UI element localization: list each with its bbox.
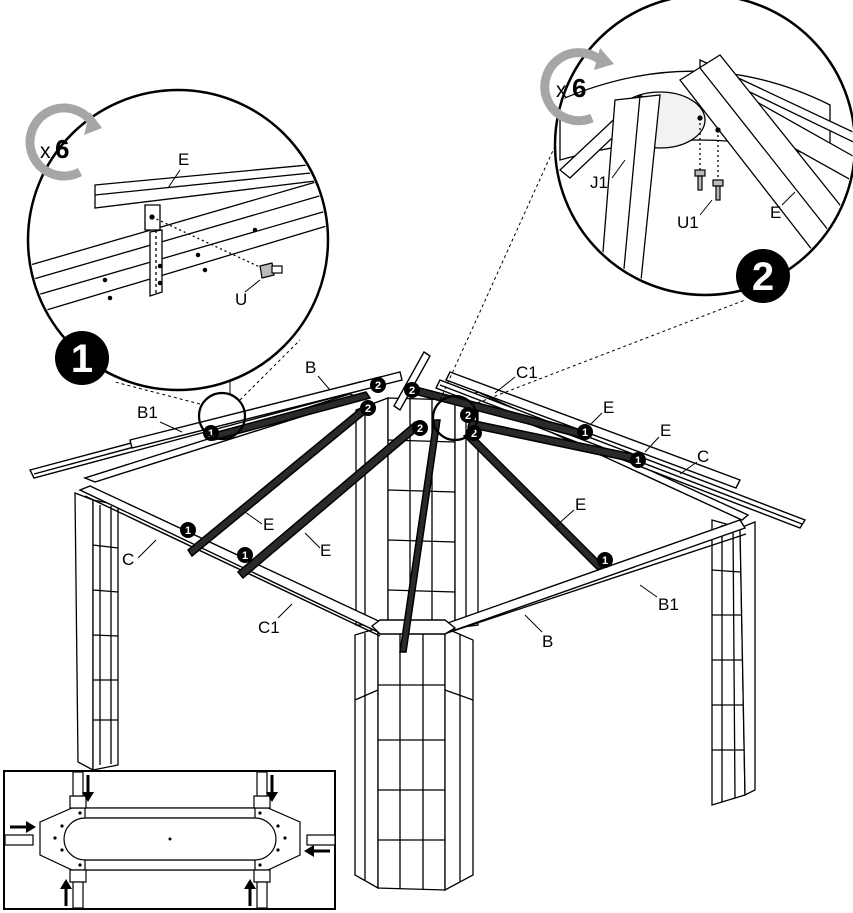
step-badge-2: 2 [360, 400, 376, 416]
label-C1: C1 [258, 618, 280, 637]
step-badge-2: 2 [370, 377, 386, 393]
top-view-inset [3, 770, 336, 910]
left-post [74, 492, 119, 772]
svg-text:1: 1 [242, 550, 248, 562]
holes [53, 811, 287, 867]
label-B1: B1 [137, 403, 158, 422]
detail-inset-2: J1 U1 E x 6 2 [540, 0, 853, 303]
front-post [354, 627, 474, 892]
label-E: E [178, 150, 189, 169]
label-B: B [542, 632, 553, 651]
svg-text:6: 6 [572, 73, 586, 103]
svg-text:2: 2 [465, 410, 471, 422]
label-E: E [770, 203, 781, 222]
label-C1: C1 [516, 363, 538, 382]
circular-arrow-icon [25, 103, 100, 181]
step-badges: 1 1 1 1 1 1 2 2 [180, 377, 646, 568]
svg-text:2: 2 [409, 385, 415, 397]
right-post [711, 519, 756, 806]
label-E: E [660, 421, 671, 440]
svg-text:1: 1 [71, 337, 93, 381]
svg-text:1: 1 [582, 427, 588, 439]
step-badge-2: 2 [466, 425, 482, 441]
step-badge-1: 1 [597, 552, 613, 568]
label-U1: U1 [677, 213, 699, 232]
svg-text:6: 6 [55, 134, 69, 164]
brace-poles-E [186, 387, 639, 653]
screw-U1-icon [694, 169, 724, 201]
detail-leader-lines [114, 134, 746, 406]
arrow-down-icon [266, 775, 278, 802]
arrow-down-icon [82, 775, 94, 802]
label-E: E [575, 495, 586, 514]
step-badge-2: 2 [460, 407, 476, 423]
label-U: U [235, 290, 247, 309]
svg-text:1: 1 [635, 455, 641, 467]
label-C: C [697, 447, 709, 466]
svg-text:x: x [40, 140, 51, 163]
step-badge-1-large: 1 [55, 331, 109, 385]
label-J1: J1 [590, 173, 608, 192]
step-badge-2: 2 [412, 420, 428, 436]
detail-2-target-ring [431, 394, 479, 442]
step-badge-1: 1 [180, 522, 196, 538]
step-badge-1: 1 [577, 424, 593, 440]
svg-text:2: 2 [752, 255, 774, 299]
label-B1: B1 [658, 595, 679, 614]
svg-text:1: 1 [185, 525, 191, 537]
svg-text:2: 2 [471, 428, 477, 440]
svg-text:1: 1 [208, 428, 214, 440]
label-E: E [320, 541, 331, 560]
svg-text:2: 2 [365, 403, 371, 415]
screw-U-icon [259, 262, 283, 279]
repeat-indicator: x 6 [25, 103, 102, 181]
detail-inset-1: E U x 6 1 [25, 88, 330, 392]
svg-text:x: x [556, 79, 567, 102]
label-B: B [305, 358, 316, 377]
part-labels: E B B1 C1 E E C E E E C C1 B B1 [122, 345, 709, 651]
arrow-up-icon [244, 879, 256, 906]
label-C: C [122, 550, 134, 569]
label-E: E [263, 515, 274, 534]
step-badge-2-large: 2 [736, 249, 790, 303]
step-badge-2: 2 [404, 382, 420, 398]
svg-text:2: 2 [375, 380, 381, 392]
arrow-up-icon [60, 879, 72, 906]
detail-1-target-ring [197, 391, 247, 441]
svg-text:1: 1 [602, 555, 608, 567]
circular-arrow-icon [540, 48, 609, 126]
arrow-left-icon [304, 845, 330, 857]
step-badge-1: 1 [237, 547, 253, 563]
label-E: E [603, 398, 614, 417]
svg-text:2: 2 [417, 423, 423, 435]
arrow-right-icon [10, 821, 36, 833]
step-badge-1: 1 [630, 452, 646, 468]
repeat-indicator: x 6 [540, 48, 614, 126]
